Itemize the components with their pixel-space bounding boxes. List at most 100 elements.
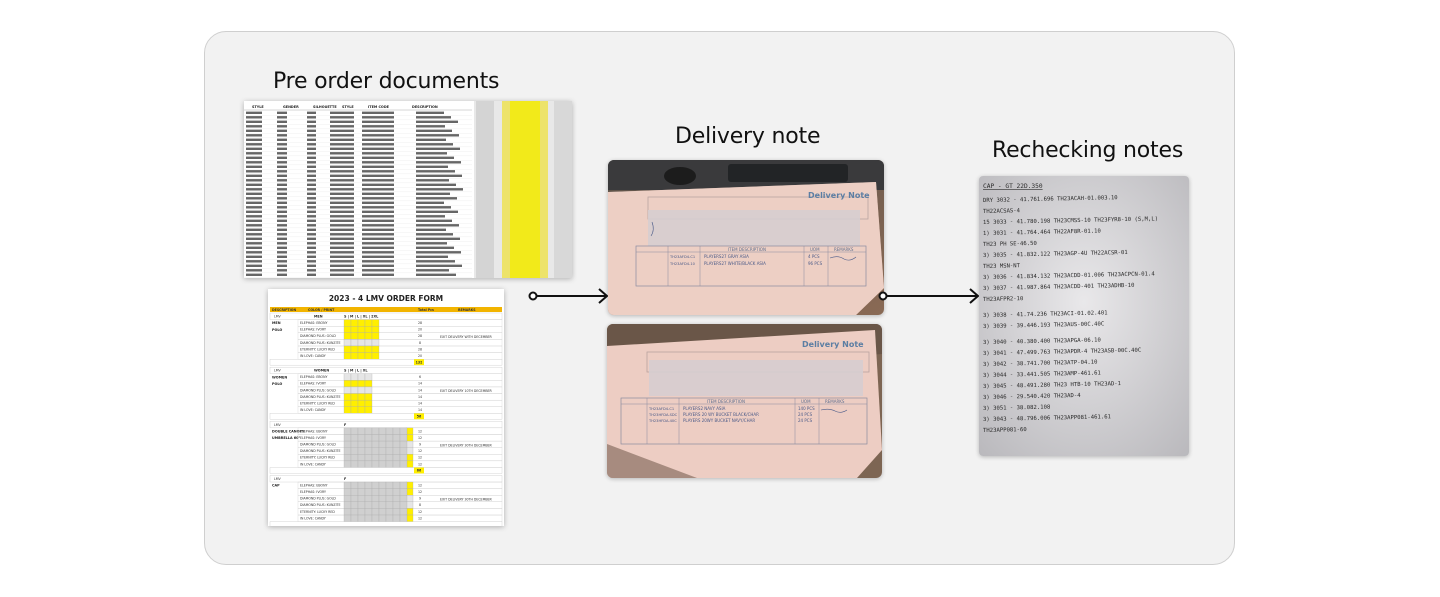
size-cell	[350, 393, 359, 401]
rechecking-line: TH23APP081-60	[983, 427, 1027, 434]
sheet-cell	[416, 161, 461, 164]
size-cell-disabled	[350, 501, 359, 509]
sheet-cell	[362, 210, 394, 213]
sheet-cell	[307, 129, 316, 132]
col-total: Total Pcs	[418, 308, 434, 312]
size-cell	[350, 326, 359, 333]
size-cell-disabled	[399, 454, 408, 462]
sheet-cell	[246, 269, 262, 272]
size-cell-disabled	[378, 427, 387, 435]
sheet-cell	[246, 161, 262, 164]
sheet-cell	[307, 255, 316, 258]
size-cell-disabled	[343, 514, 352, 522]
section-category: MEN	[314, 315, 323, 319]
size-cell-disabled	[364, 427, 373, 435]
order-row-color: ETERNITY: LUCKY RED	[300, 510, 335, 514]
qty-line-2-1: 140 PCS	[798, 406, 815, 411]
section-brand: LMV	[274, 369, 282, 373]
size-cell	[364, 386, 373, 394]
sheet-cell	[277, 152, 287, 155]
size-cell-disabled	[399, 514, 408, 522]
sheet-cell	[362, 264, 394, 267]
order-row-color: DIAMOND PLUS: KUNZITE	[300, 449, 340, 453]
order-row-color: ETERNITY: LUCKY RED	[300, 347, 335, 351]
order-row-color: IN LOVE: CANDY	[300, 354, 326, 358]
sheet-cell	[330, 233, 354, 236]
order-row-color: ELEPHAS: IVORY	[300, 490, 326, 494]
size-cell-disabled	[350, 495, 359, 502]
size-cell-disabled	[343, 454, 352, 462]
section-group-label: POLO	[272, 328, 282, 332]
size-cell-disabled	[364, 495, 373, 502]
heading-rechecking-notes: Rechecking notes	[992, 138, 1184, 163]
size-cell-disabled	[378, 514, 387, 522]
size-cell	[371, 339, 380, 347]
order-row-color: ELEPHAS: EBONY	[300, 321, 327, 325]
size-cell-disabled	[357, 481, 366, 489]
order-row-total: 28	[418, 347, 422, 351]
size-cell	[343, 399, 352, 407]
rechecking-line: 3) 3051 - 38.082.108	[983, 405, 1051, 412]
sheet-cell	[416, 197, 457, 200]
order-form-header-bar	[270, 307, 502, 312]
order-row-color: ELEPHAS: IVORY	[300, 436, 326, 440]
sheet-cell	[330, 161, 354, 164]
delivery-note-photo-2: Delivery Note ITEM DESCRIPTION UOM REMAR…	[607, 324, 882, 478]
size-cell	[364, 332, 373, 340]
size-cell-disabled	[399, 460, 408, 468]
size-cell-disabled	[364, 454, 373, 462]
sheet-cell	[416, 269, 449, 272]
rechecking-header: CAP - GT 22D.350	[983, 183, 1043, 190]
size-cell-disabled	[343, 447, 352, 455]
size-cell-disabled	[385, 427, 394, 435]
sheet-cell	[277, 224, 287, 227]
size-cell-disabled	[371, 495, 380, 502]
order-row-color: ELEPHAS: IVORY	[300, 328, 326, 332]
size-cell-disabled	[378, 447, 387, 455]
section-remark: EXIT DELIVERY 30TH DECEMBER	[440, 498, 493, 502]
section-size-header: S | M | L | XL	[344, 369, 368, 373]
size-cell	[343, 380, 352, 388]
size-cell-disabled	[392, 514, 401, 522]
size-cell-disabled	[392, 460, 401, 468]
sheet-cell	[362, 152, 394, 155]
size-cell-disabled	[399, 488, 408, 496]
sheet-cell	[362, 233, 394, 236]
order-row-color: ETERNITY: LUCKY RED	[300, 456, 335, 460]
sheet-header: SILHOUETTE	[313, 105, 337, 109]
order-row	[297, 373, 503, 381]
size-cell-disabled	[392, 495, 401, 502]
sheet-cell	[416, 219, 452, 222]
order-row-total: 12	[418, 490, 422, 494]
sheet-cell	[246, 228, 262, 231]
section-category: WOMEN	[314, 369, 329, 373]
sheet-cell	[362, 111, 394, 114]
order-row-total: 9	[419, 497, 421, 501]
size-cell	[364, 326, 373, 333]
sheet-cell	[307, 179, 316, 182]
order-row	[297, 380, 503, 388]
subtotal-highlight	[414, 413, 424, 420]
size-cell-disabled	[392, 488, 401, 496]
size-cell-disabled	[357, 488, 366, 496]
sheet-cell	[330, 255, 354, 258]
rechecking-line: 3) 3042 - 38.741.700 TH23ATP-04.10	[983, 360, 1098, 368]
size-cell-disabled	[385, 460, 394, 468]
size-cell-disabled	[371, 460, 380, 468]
sheet-cell	[362, 120, 394, 123]
size-cell-disabled	[385, 501, 394, 509]
size-cell	[371, 352, 380, 360]
sheet-cell	[416, 246, 454, 249]
size-cell-disabled	[364, 488, 373, 496]
sheet-cell	[330, 134, 354, 137]
sheet-cell	[246, 116, 262, 119]
size-cell-disabled	[385, 514, 394, 522]
sheet-blur-band	[476, 101, 494, 278]
sheet-cell	[416, 228, 446, 231]
rechecking-line: 3) 3044 - 33.441.505 TH23AMP-461.61	[983, 371, 1101, 379]
sheet-cell	[416, 165, 448, 168]
size-cell-disabled	[343, 501, 352, 509]
sheet-cell	[277, 170, 287, 173]
section-group-label: POLO	[272, 382, 282, 386]
